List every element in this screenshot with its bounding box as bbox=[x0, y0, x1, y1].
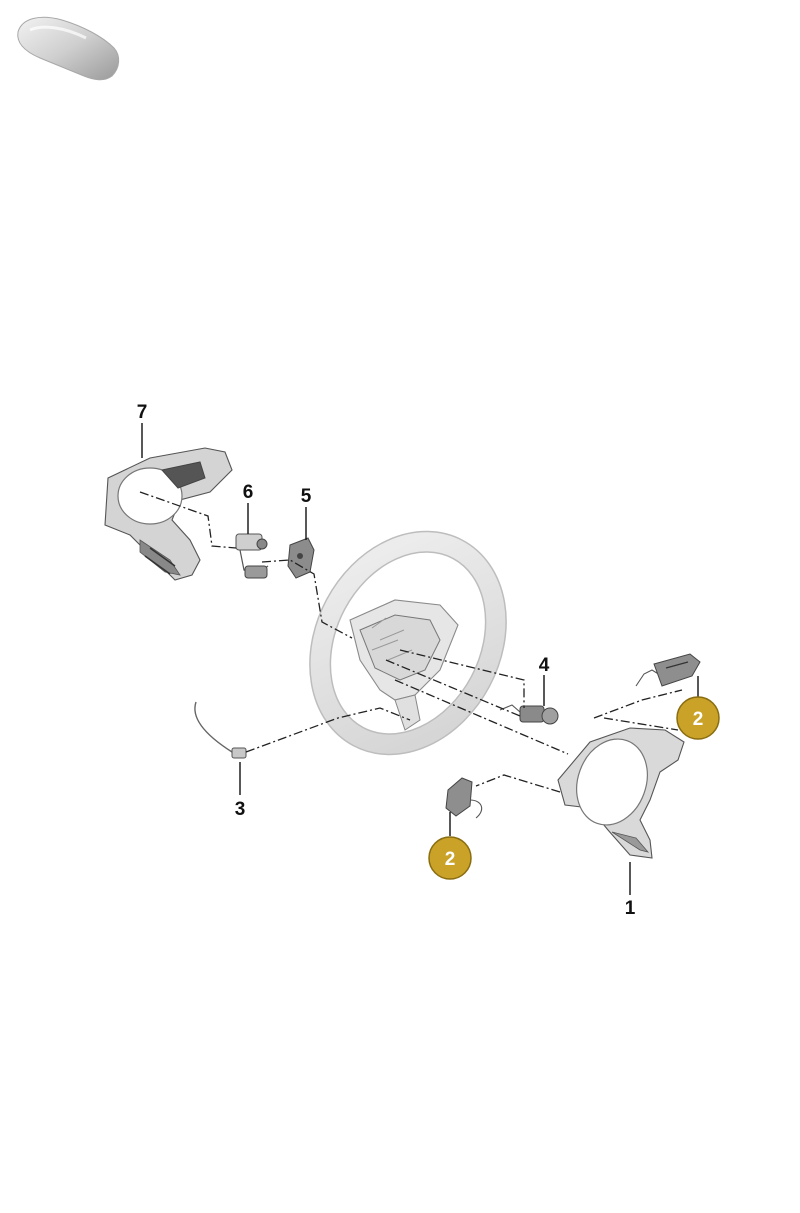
callout-6[interactable]: 6 bbox=[243, 482, 254, 503]
callouts: 7 6 5 4 3 1 bbox=[137, 402, 636, 919]
callout-5[interactable]: 5 bbox=[301, 486, 312, 507]
part-2-switch-upper[interactable] bbox=[635, 653, 701, 687]
callout-7[interactable]: 7 bbox=[137, 402, 148, 423]
assembly-lines bbox=[139, 491, 683, 793]
part-1-steering-trim-front[interactable] bbox=[557, 727, 685, 859]
callout-1[interactable]: 1 bbox=[625, 898, 636, 919]
part-5-bracket[interactable] bbox=[287, 537, 315, 579]
car-silhouette-icon[interactable] bbox=[17, 16, 120, 81]
part-2-switch-lower[interactable] bbox=[445, 777, 483, 819]
part-4-component[interactable] bbox=[499, 704, 559, 725]
part-7-steering-trim-rear[interactable] bbox=[104, 447, 233, 581]
badge-2-upper-label: 2 bbox=[693, 709, 704, 730]
leader-lines bbox=[141, 423, 699, 895]
callout-4[interactable]: 4 bbox=[539, 655, 550, 676]
badge-2-lower[interactable]: 2 bbox=[428, 836, 472, 880]
part-3-cable[interactable] bbox=[194, 701, 247, 759]
callout-3[interactable]: 3 bbox=[235, 799, 246, 820]
badge-2-lower-label: 2 bbox=[445, 849, 456, 870]
steering-wheel[interactable] bbox=[286, 511, 530, 775]
badge-2-upper[interactable]: 2 bbox=[676, 696, 720, 740]
part-6-switch-module[interactable] bbox=[235, 533, 269, 579]
